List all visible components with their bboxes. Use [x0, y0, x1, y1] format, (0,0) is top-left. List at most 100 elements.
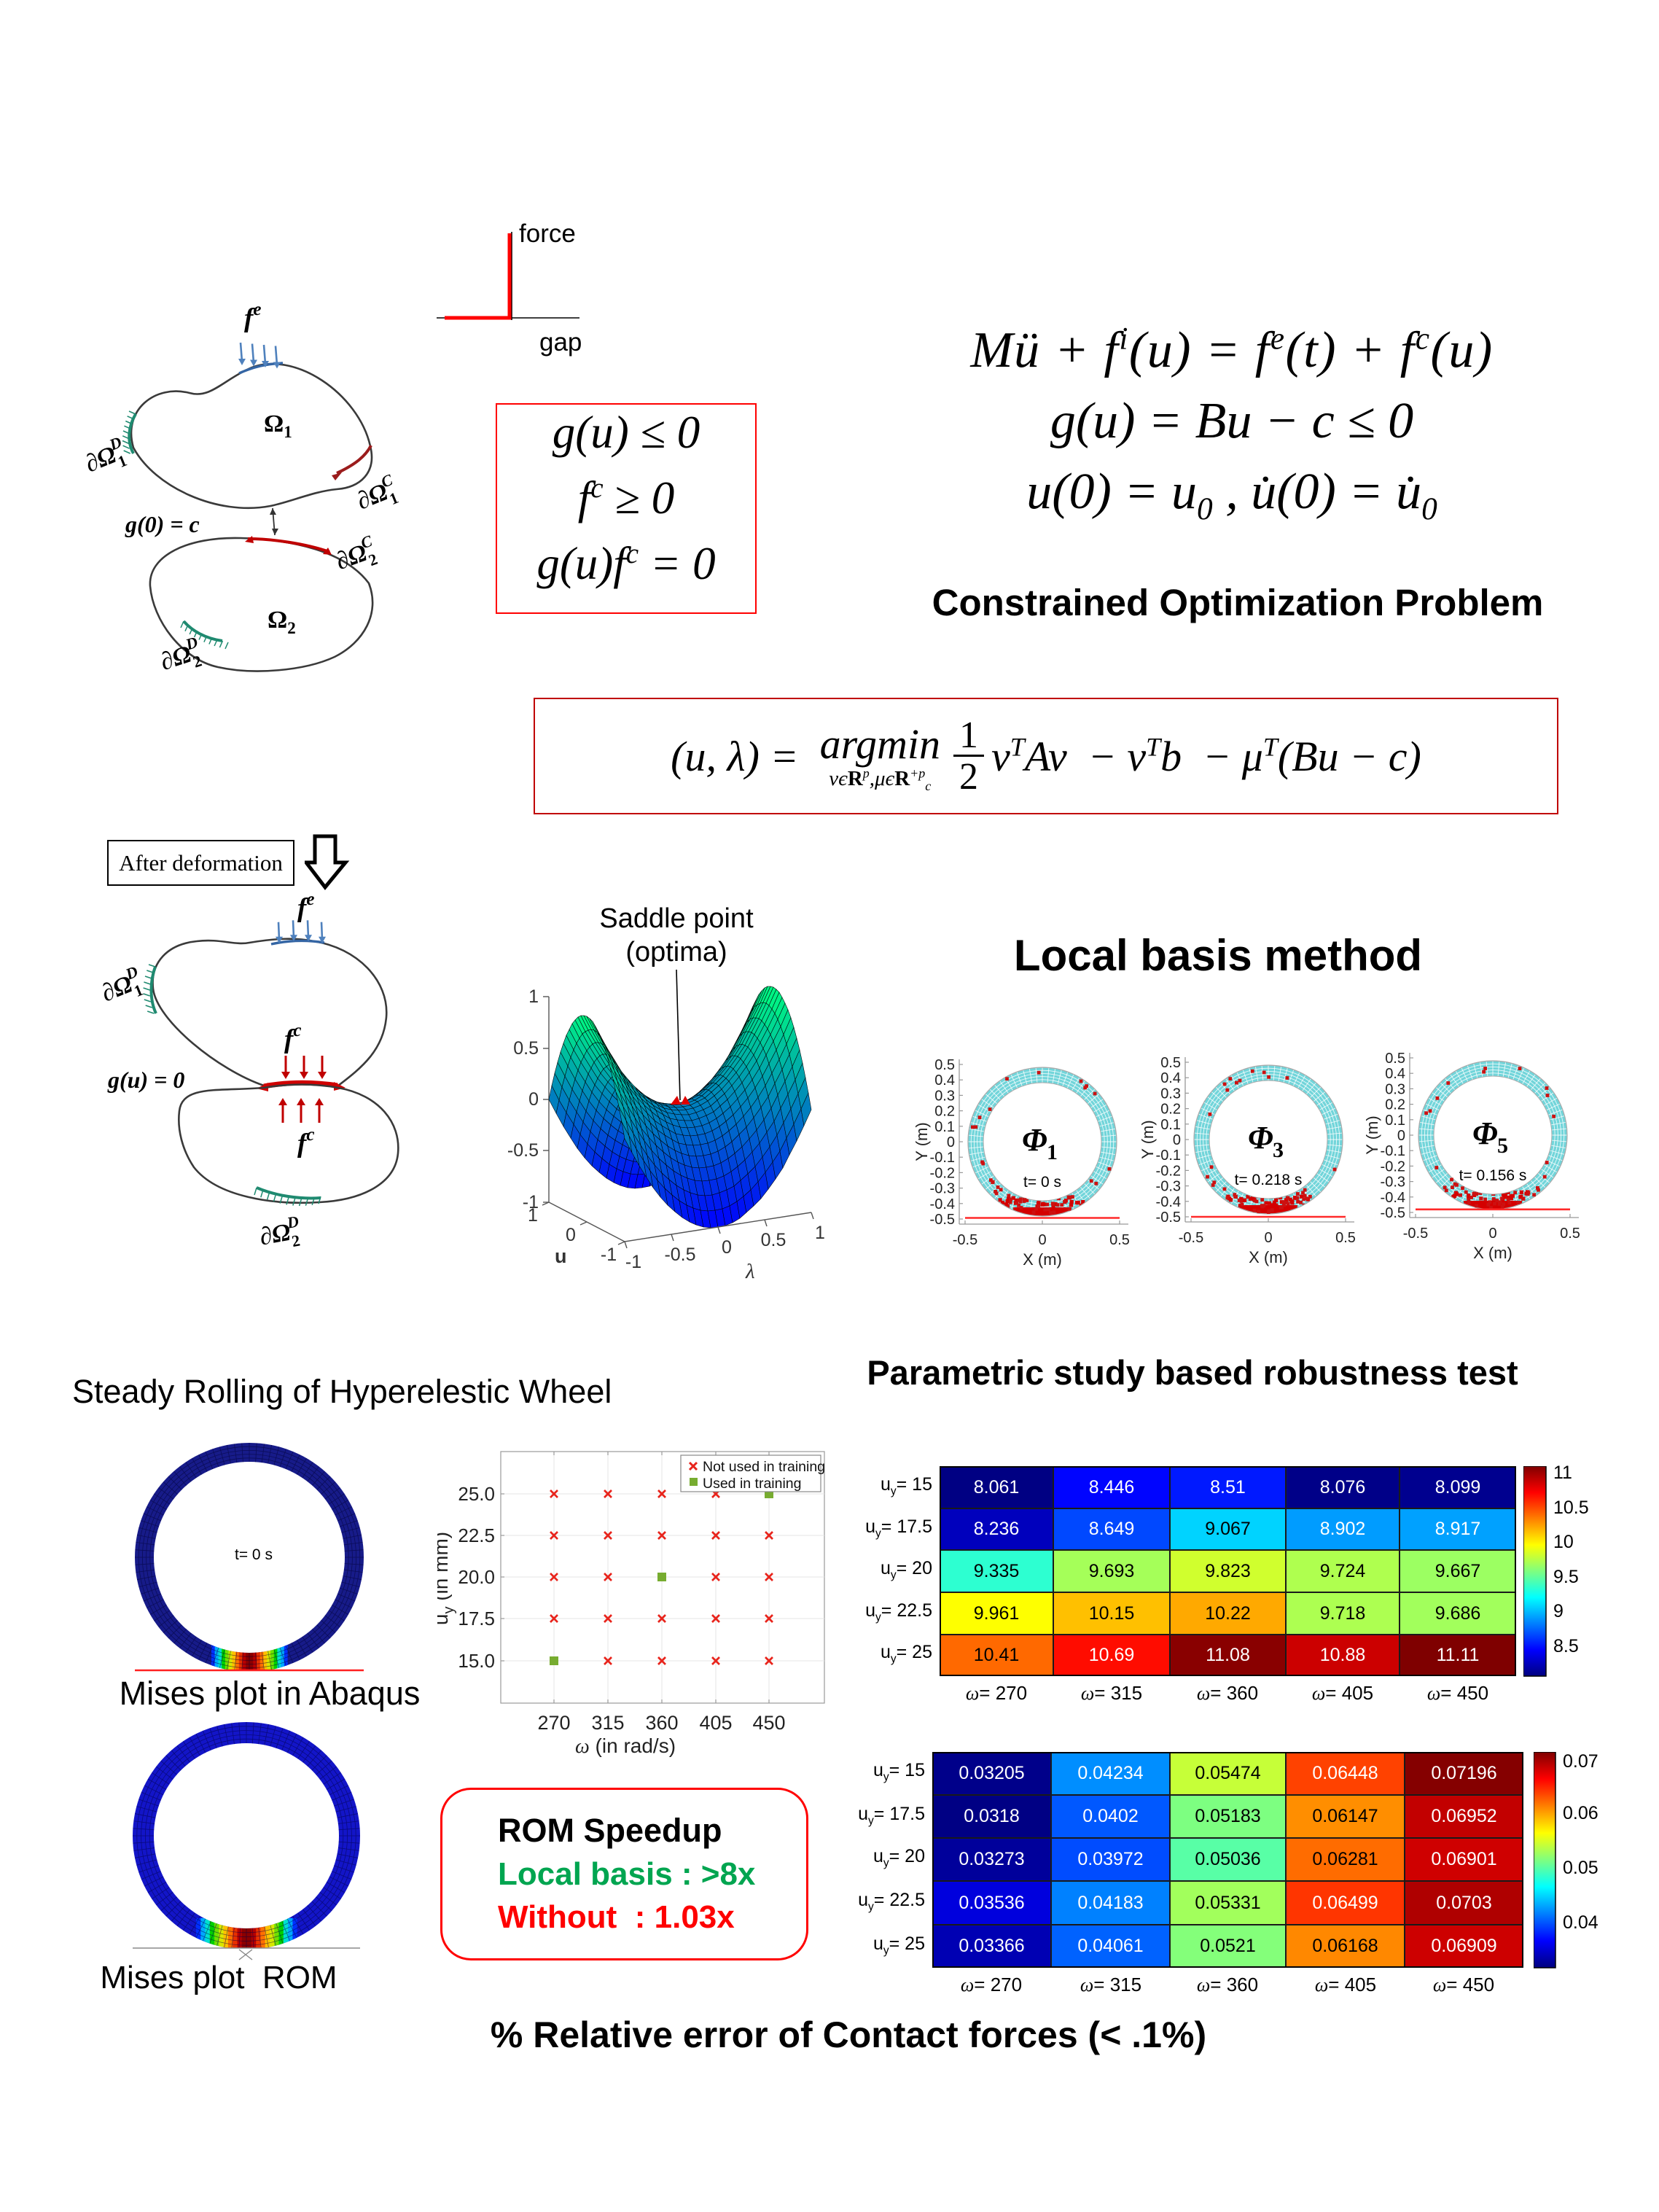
svg-text:ω (in rad/s): ω (in rad/s)	[575, 1734, 676, 1758]
svg-text:0.5: 0.5	[1160, 1055, 1181, 1071]
svg-text:0: 0	[1488, 1226, 1496, 1242]
svg-text:fc: fc	[297, 1125, 314, 1158]
svg-text:Not used in training: Not used in training	[703, 1459, 825, 1475]
svg-text:Y (m): Y (m)	[1139, 1120, 1157, 1158]
svg-text:X (m): X (m)	[1023, 1250, 1062, 1269]
svg-text:0: 0	[722, 1237, 732, 1258]
svg-text:0.2: 0.2	[1385, 1097, 1405, 1113]
svg-text:-0.5: -0.5	[1403, 1226, 1428, 1242]
svg-text:Y (m): Y (m)	[1363, 1115, 1381, 1154]
svg-text:0.5: 0.5	[934, 1057, 955, 1073]
svg-text:0.5: 0.5	[513, 1038, 539, 1059]
svg-text:0.2: 0.2	[1160, 1102, 1181, 1118]
svg-text:-1: -1	[601, 1245, 617, 1265]
svg-text:-0.3: -0.3	[1156, 1179, 1181, 1195]
svg-text:∂Ω2D: ∂Ω2D	[257, 1212, 303, 1255]
svg-text:t= 0 s: t= 0 s	[1023, 1174, 1061, 1191]
svg-text:0: 0	[528, 1089, 539, 1110]
svg-text:fe: fe	[244, 300, 261, 333]
svg-text:-0.5: -0.5	[1179, 1230, 1203, 1246]
svg-text:0.1: 0.1	[1385, 1113, 1405, 1129]
svg-text:∂Ω2D: ∂Ω2D	[155, 633, 206, 681]
svg-text:∂Ω2C: ∂Ω2C	[331, 531, 381, 580]
svg-text:-1: -1	[625, 1252, 641, 1272]
svg-text:-0.1: -0.1	[930, 1150, 955, 1166]
svg-text:-0.3: -0.3	[1381, 1175, 1405, 1191]
svg-text:t= 0.218 s: t= 0.218 s	[1235, 1172, 1303, 1188]
svg-text:0.4: 0.4	[934, 1072, 955, 1089]
svg-text:405: 405	[699, 1712, 732, 1734]
svg-text:0: 0	[1264, 1230, 1272, 1246]
svg-text:1: 1	[528, 986, 539, 1007]
svg-text:fc: fc	[284, 1021, 301, 1054]
svg-text:0.4: 0.4	[1160, 1070, 1181, 1086]
svg-text:1: 1	[815, 1223, 825, 1243]
svg-text:t= 0.156 s: t= 0.156 s	[1459, 1167, 1527, 1184]
svg-text:-0.3: -0.3	[930, 1181, 955, 1197]
svg-text:∂Ω1C: ∂Ω1C	[351, 470, 402, 520]
svg-text:-0.4: -0.4	[1381, 1190, 1405, 1206]
svg-text:0: 0	[947, 1134, 955, 1150]
svg-text:0.3: 0.3	[1160, 1086, 1181, 1102]
svg-text:Φ: Φ	[1472, 1115, 1498, 1151]
svg-text:-0.5: -0.5	[953, 1232, 977, 1248]
svg-text:-0.5: -0.5	[1381, 1205, 1405, 1221]
svg-text:450: 450	[752, 1712, 785, 1734]
svg-text:-0.2: -0.2	[1156, 1163, 1181, 1179]
svg-text:-0.5: -0.5	[930, 1212, 955, 1228]
svg-text:g(u) = 0: g(u) = 0	[107, 1067, 184, 1093]
svg-text:17.5: 17.5	[458, 1608, 495, 1629]
svg-text:gap: gap	[539, 328, 582, 357]
svg-text:Saddle point: Saddle point	[599, 903, 754, 934]
svg-text:0.1: 0.1	[1160, 1117, 1181, 1133]
svg-text:∂Ω1D: ∂Ω1D	[95, 962, 147, 1012]
svg-text:uy (in mm): uy (in mm)	[437, 1532, 457, 1625]
svg-text:-0.1: -0.1	[1381, 1143, 1405, 1159]
svg-text:X (m): X (m)	[1249, 1248, 1288, 1266]
svg-text:g(0) = c: g(0) = c	[125, 511, 200, 537]
svg-text:0.5: 0.5	[761, 1230, 786, 1250]
svg-text:0.3: 0.3	[934, 1088, 955, 1104]
svg-text:0.2: 0.2	[934, 1104, 955, 1120]
svg-text:315: 315	[591, 1712, 624, 1734]
svg-text:-0.4: -0.4	[1156, 1194, 1181, 1210]
svg-text:0: 0	[1397, 1128, 1405, 1144]
svg-text:Φ: Φ	[1022, 1122, 1047, 1158]
svg-text:-0.4: -0.4	[930, 1196, 955, 1212]
svg-text:20.0: 20.0	[458, 1566, 495, 1588]
svg-text:-0.2: -0.2	[930, 1165, 955, 1181]
svg-text:-0.2: -0.2	[1381, 1158, 1405, 1175]
svg-text:1: 1	[1047, 1140, 1058, 1164]
svg-text:1: 1	[528, 1205, 538, 1226]
svg-text:-0.5: -0.5	[507, 1140, 539, 1161]
svg-text:-0.1: -0.1	[1156, 1148, 1181, 1164]
svg-text:Ω2: Ω2	[268, 607, 296, 637]
svg-text:0: 0	[566, 1225, 576, 1245]
svg-text:0: 0	[1038, 1232, 1046, 1248]
svg-text:0.5: 0.5	[1560, 1226, 1580, 1242]
svg-text:15.0: 15.0	[458, 1650, 495, 1672]
svg-text:0.1: 0.1	[934, 1119, 955, 1135]
svg-text:0.3: 0.3	[1385, 1081, 1405, 1097]
svg-text:25.0: 25.0	[458, 1483, 495, 1505]
svg-text:270: 270	[537, 1712, 570, 1734]
svg-text:-0.5: -0.5	[664, 1245, 695, 1265]
svg-text:λ: λ	[745, 1260, 755, 1283]
svg-text:force: force	[519, 219, 576, 248]
svg-text:-1: -1	[523, 1192, 539, 1212]
svg-text:X (m): X (m)	[1473, 1244, 1512, 1262]
svg-text:0.5: 0.5	[1109, 1232, 1130, 1248]
svg-text:Ω1: Ω1	[264, 410, 292, 441]
svg-text:Y (m): Y (m)	[913, 1122, 931, 1161]
svg-text:0: 0	[1173, 1132, 1181, 1148]
svg-text:3: 3	[1273, 1138, 1284, 1162]
svg-text:5: 5	[1497, 1134, 1508, 1158]
svg-text:360: 360	[645, 1712, 678, 1734]
svg-text:u: u	[555, 1245, 567, 1267]
svg-text:∂Ω1D: ∂Ω1D	[79, 433, 131, 483]
svg-text:0.5: 0.5	[1385, 1051, 1405, 1067]
svg-text:0.4: 0.4	[1385, 1066, 1405, 1082]
svg-text:-0.5: -0.5	[1156, 1210, 1181, 1226]
svg-text:fe: fe	[297, 889, 314, 923]
svg-text:Used in training: Used in training	[703, 1476, 802, 1492]
